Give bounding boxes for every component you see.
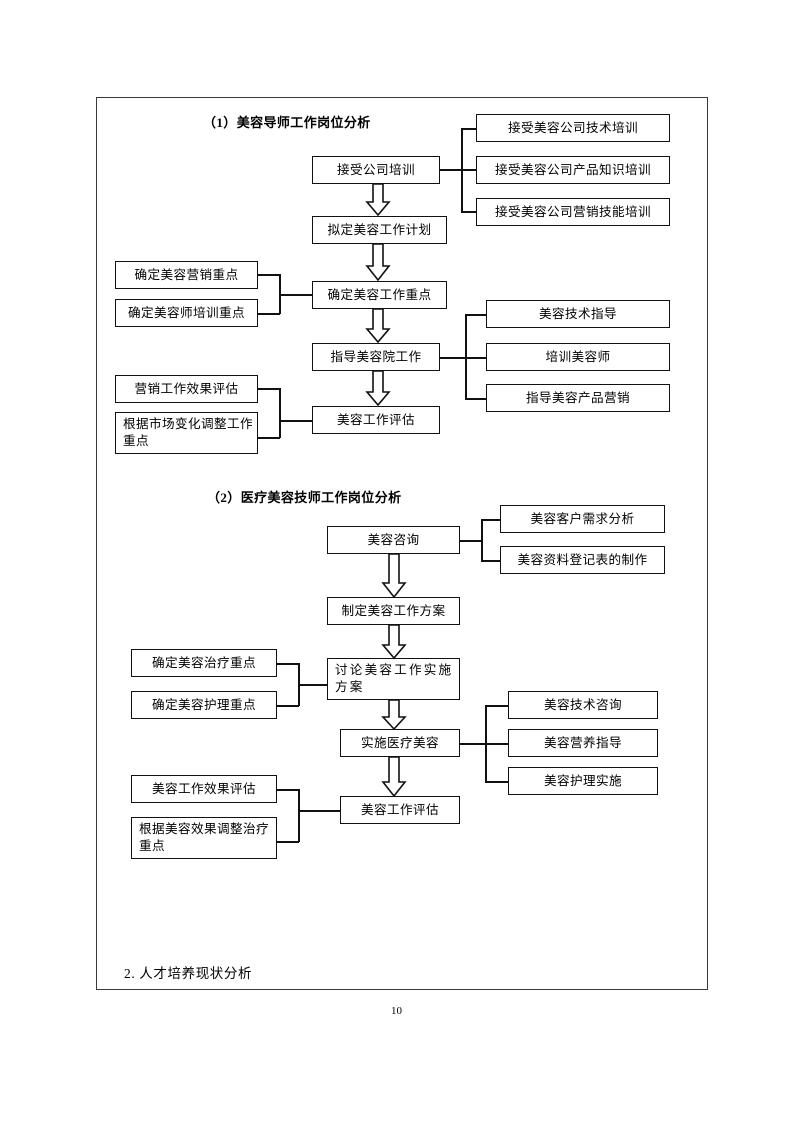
s2-left-box-2[interactable]: 确定美容护理重点 xyxy=(131,691,277,719)
s1-left2-box-2[interactable]: 根据市场变化调整工作重点 xyxy=(115,412,258,454)
s2-connector-h-left2-1 xyxy=(277,789,299,791)
s2-left2-box-1[interactable]: 美容工作效果评估 xyxy=(131,775,277,803)
s1-right2-box-2[interactable]: 培训美容师 xyxy=(486,343,670,371)
s1-main-box-1[interactable]: 接受公司培训 xyxy=(312,156,440,184)
s1-connector-h-right1 xyxy=(461,128,477,130)
s1-connector-h-left2-2 xyxy=(258,437,280,439)
s1-connector-h-right2-2 xyxy=(465,357,487,359)
s2-connector-h-right1-1 xyxy=(481,519,501,521)
s2-connector-h-right1-2 xyxy=(481,560,501,562)
s1-connector-v-right2 xyxy=(465,314,467,398)
s2-right2-box-3[interactable]: 美容护理实施 xyxy=(508,767,658,795)
s1-left-box-1[interactable]: 确定美容营销重点 xyxy=(115,261,258,289)
s2-right-box-1[interactable]: 美容客户需求分析 xyxy=(500,505,665,533)
section-2-title: （2）医疗美容技师工作岗位分析 xyxy=(207,490,402,505)
s1-right-box-3[interactable]: 接受美容公司营销技能培训 xyxy=(476,198,670,226)
s1-connector-h-right2 xyxy=(461,169,477,171)
s1-left2-box-1[interactable]: 营销工作效果评估 xyxy=(115,375,258,403)
s1-main-box-4[interactable]: 指导美容院工作 xyxy=(312,343,440,371)
s1-arrow-2-3 xyxy=(365,243,391,282)
s2-main-box-1[interactable]: 美容咨询 xyxy=(327,526,460,554)
s1-arrow-1-2 xyxy=(365,183,391,217)
s1-main-box-2[interactable]: 拟定美容工作计划 xyxy=(312,216,447,244)
s1-connector-h-right2-3 xyxy=(465,398,487,400)
s1-arrow-3-4 xyxy=(365,308,391,344)
s2-connector-h-left-main xyxy=(298,684,328,686)
s2-connector-h-left2-main xyxy=(298,810,341,812)
s2-right2-box-1[interactable]: 美容技术咨询 xyxy=(508,691,658,719)
s1-connector-h-left2-main xyxy=(279,420,313,422)
s1-right2-box-1[interactable]: 美容技术指导 xyxy=(486,300,670,328)
s2-connector-v-right1 xyxy=(481,519,483,561)
s1-connector-h-left1 xyxy=(258,274,280,276)
s1-connector-h-right3 xyxy=(461,211,477,213)
s1-arrow-4-5 xyxy=(365,370,391,407)
s1-right-box-2[interactable]: 接受美容公司产品知识培训 xyxy=(476,156,670,184)
s1-connector-v-left2 xyxy=(279,388,281,438)
s2-connector-v-left2 xyxy=(298,789,300,842)
s2-main-box-3[interactable]: 讨论美容工作实施方案 xyxy=(327,658,460,700)
s1-connector-h-left2-1 xyxy=(258,388,280,390)
s2-left2-box-2[interactable]: 根据美容效果调整治疗重点 xyxy=(131,817,277,859)
s2-connector-h-left2 xyxy=(277,705,299,707)
s2-main-box-2[interactable]: 制定美容工作方案 xyxy=(327,597,460,625)
s2-right2-box-2[interactable]: 美容营养指导 xyxy=(508,729,658,757)
s1-connector-h-right2-1 xyxy=(465,314,487,316)
s1-right2-box-3[interactable]: 指导美容产品营销 xyxy=(486,384,670,412)
s2-left-box-1[interactable]: 确定美容治疗重点 xyxy=(131,649,277,677)
footer-heading: 2. 人才培养现状分析 xyxy=(124,966,253,981)
s2-main-box-4[interactable]: 实施医疗美容 xyxy=(340,729,460,757)
s2-arrow-4-5 xyxy=(381,756,407,798)
s2-connector-h-right2-3 xyxy=(485,781,509,783)
s2-connector-h-left1 xyxy=(277,663,299,665)
section-1-title: （1）美容导师工作岗位分析 xyxy=(203,115,371,130)
s2-connector-h-main4 xyxy=(460,743,486,745)
s1-connector-h-main1 xyxy=(440,169,462,171)
s1-connector-h-main4 xyxy=(440,357,466,359)
s2-connector-h-main1 xyxy=(460,540,482,542)
s2-connector-h-right2-2 xyxy=(485,743,509,745)
s2-connector-h-left2-2 xyxy=(277,841,299,843)
s2-arrow-3-4 xyxy=(381,699,407,731)
s1-main-box-5[interactable]: 美容工作评估 xyxy=(312,406,440,434)
s2-arrow-2-3 xyxy=(381,624,407,660)
s2-right-box-2[interactable]: 美容资料登记表的制作 xyxy=(500,546,665,574)
s1-connector-h-left2 xyxy=(258,313,280,315)
s2-connector-h-right2-1 xyxy=(485,705,509,707)
s1-main-box-3[interactable]: 确定美容工作重点 xyxy=(312,281,447,309)
s1-right-box-1[interactable]: 接受美容公司技术培训 xyxy=(476,114,670,142)
s1-connector-h-left-main xyxy=(279,294,313,296)
s1-left-box-2[interactable]: 确定美容师培训重点 xyxy=(115,299,258,327)
s2-main-box-5[interactable]: 美容工作评估 xyxy=(340,796,460,824)
page-number: 10 xyxy=(391,1005,402,1017)
s2-arrow-1-2 xyxy=(381,553,407,599)
